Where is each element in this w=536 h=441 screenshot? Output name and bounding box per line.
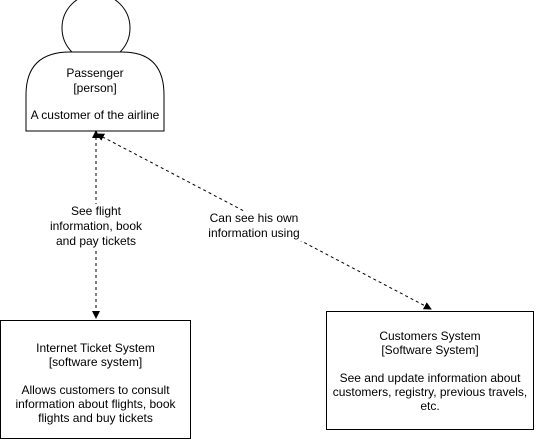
relation-label-line: and pay tickets [55, 234, 137, 248]
person-name: Passenger [66, 66, 124, 80]
person-body [25, 51, 165, 132]
relation-label-customers-system: Can see his own information using [204, 211, 304, 241]
system-type: [Software System] [381, 343, 479, 357]
relation-label-ticket-system: See flight information, book and pay tic… [46, 204, 146, 249]
person-description: A customer of the airline [30, 108, 160, 122]
internet-ticket-system-box[interactable]: Internet Ticket System [software system]… [0, 320, 191, 439]
relation-label-line: information using [208, 226, 300, 240]
system-description-line: information about flights, book [15, 397, 176, 411]
system-name: Customers System [379, 329, 481, 343]
system-name: Internet Ticket System [36, 341, 155, 355]
customers-system-box[interactable]: Customers System [Software System] See a… [326, 311, 534, 430]
relation-label-line: See flight [70, 204, 122, 218]
relation-label-line: information, book [49, 219, 143, 233]
person-type: [person] [73, 81, 117, 95]
relation-label-line: Can see his own [209, 211, 299, 225]
system-description-line: Allows customers to consult [21, 383, 170, 397]
system-description-line: customers, registry, previous travels, [332, 385, 528, 399]
system-type: [software system] [48, 355, 143, 369]
system-description-line: flights and buy tickets [38, 411, 153, 425]
person-shape [25, 0, 165, 132]
system-description-line: See and update information about [339, 371, 521, 385]
system-description-line: etc. [420, 399, 440, 413]
